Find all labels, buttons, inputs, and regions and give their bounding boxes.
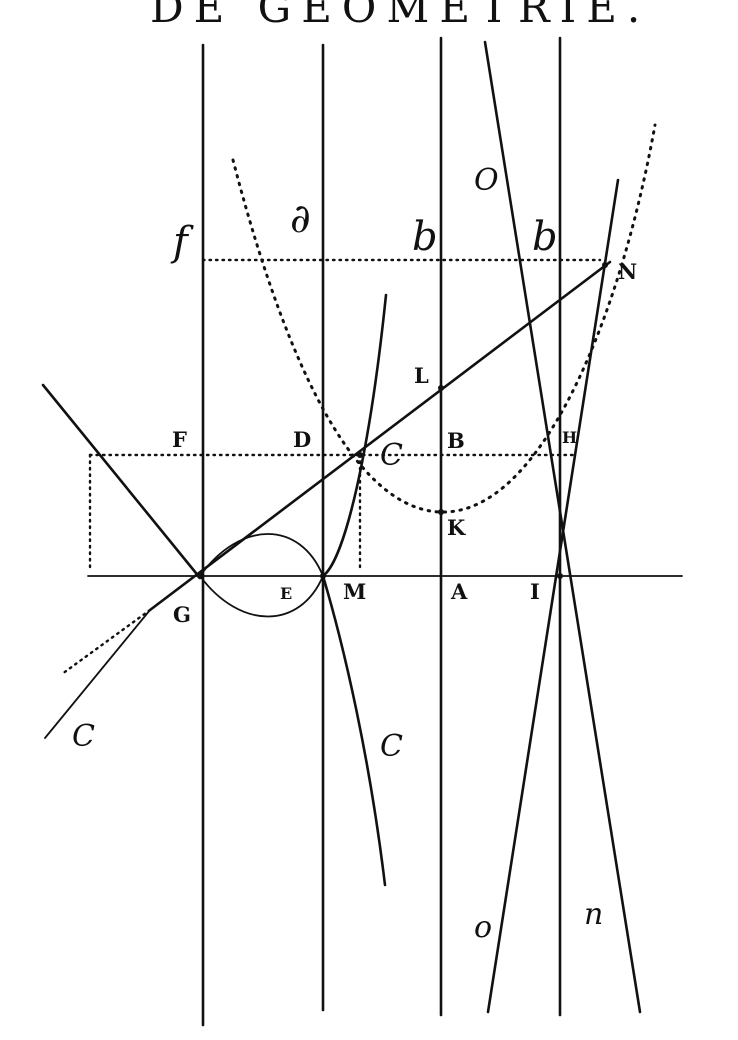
- dotted-parabola: [231, 123, 657, 514]
- label-l: L: [414, 363, 429, 388]
- label-f: f: [170, 219, 194, 265]
- label-n-bottom: n: [584, 897, 603, 932]
- label-a: A: [450, 579, 468, 604]
- label-o-bottom: o: [474, 910, 492, 945]
- label-b1: b: [412, 214, 438, 260]
- label-b2: b: [532, 214, 558, 260]
- line-left-diagonal: [41, 383, 202, 580]
- label-d: ∂: [290, 196, 311, 242]
- dotted-g-extension: [60, 608, 152, 676]
- label-k: K: [447, 515, 466, 540]
- label-c-low: C: [380, 729, 403, 764]
- point-e: [320, 573, 326, 579]
- curve-lower-branch: [321, 574, 387, 887]
- point-n: [602, 262, 608, 268]
- point-g-axis: [197, 573, 203, 579]
- line-o-o: [486, 178, 620, 1014]
- page-header: DE GEOMETRIE.: [150, 0, 650, 32]
- line-g-n: [148, 260, 612, 612]
- curve-upper-branch: [321, 293, 388, 578]
- point-k: [438, 509, 444, 515]
- loop-lower: [199, 575, 324, 618]
- label-b-cap: B: [447, 428, 465, 453]
- label-n: N: [618, 259, 637, 284]
- label-h: H: [562, 428, 577, 447]
- label-f-cap: F: [172, 427, 187, 452]
- label-g: G: [173, 602, 191, 627]
- label-c-left: C: [72, 719, 95, 754]
- label-c-mid: C: [380, 438, 403, 473]
- line-g-extension: [44, 609, 151, 739]
- label-i: I: [530, 579, 540, 604]
- label-o-top: O: [474, 163, 499, 198]
- point-i: [557, 573, 563, 579]
- label-e: E: [280, 584, 292, 603]
- loop-upper: [199, 533, 324, 577]
- label-d-cap: D: [293, 427, 311, 452]
- label-m: M: [343, 579, 366, 604]
- point-c: [357, 452, 363, 458]
- point-l: [438, 385, 444, 391]
